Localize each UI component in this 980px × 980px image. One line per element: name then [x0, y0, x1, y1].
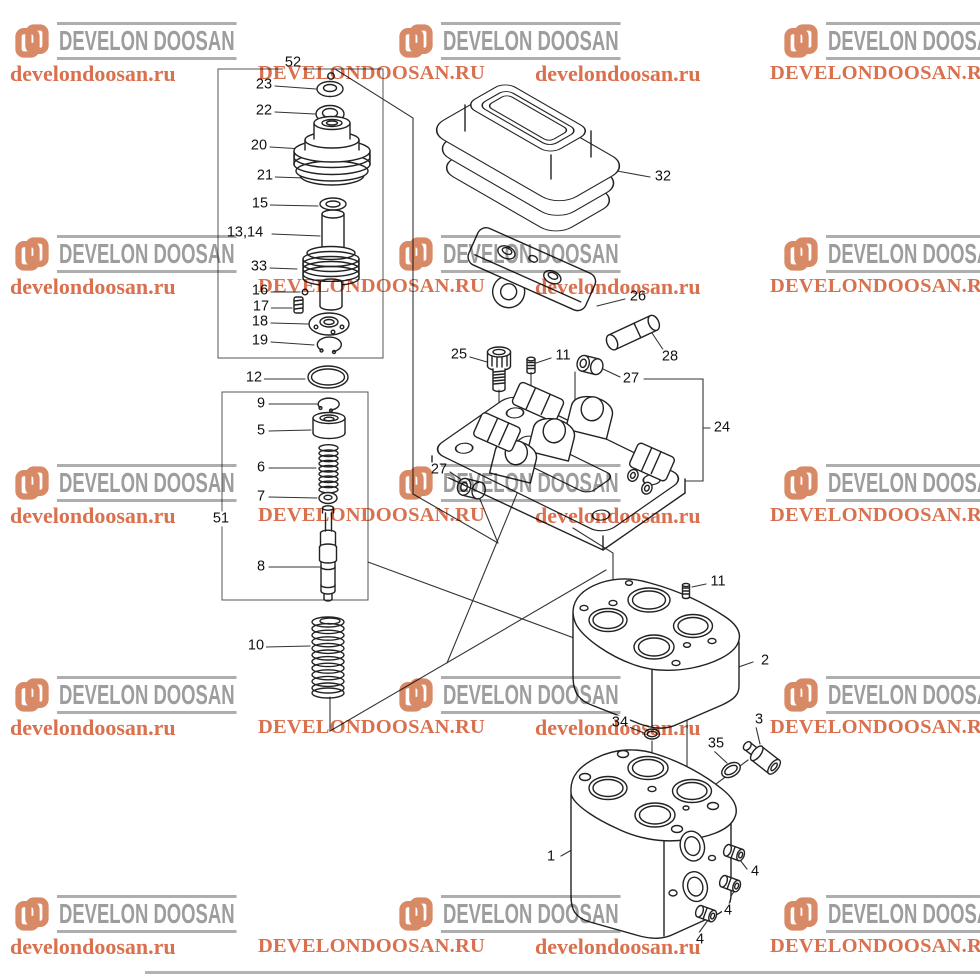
- part-23-ring: [316, 80, 344, 98]
- part-label-21: 21: [254, 167, 276, 184]
- part-label-27: 27: [620, 370, 642, 387]
- clamp-block-rear: [511, 381, 565, 423]
- part-label-25: 25: [448, 346, 470, 363]
- part-33-spool: [302, 245, 360, 287]
- part-7-washer: [318, 491, 338, 505]
- part-32-boot: [435, 84, 621, 232]
- part-8-rod: [318, 505, 338, 602]
- part-34-oring: [643, 728, 661, 740]
- part-label-27: 27: [428, 461, 450, 478]
- part-52-plunger-assembly: [293, 72, 371, 355]
- part-13-14-rod-lower: [319, 278, 343, 311]
- group-box-51: [221, 391, 369, 601]
- part-label-16: 16: [249, 282, 271, 299]
- part-19-snap-ring: [316, 336, 343, 355]
- part-label-20: 20: [248, 137, 270, 154]
- part-4-plug-2: [718, 874, 742, 893]
- clamp-block-right: [627, 442, 675, 495]
- part-label-11: 11: [553, 347, 573, 364]
- part-label-34: 34: [609, 714, 631, 731]
- rocker-arch-2: [526, 417, 575, 462]
- part-label-7: 7: [254, 488, 268, 505]
- part-label-19: 19: [249, 332, 271, 349]
- part-label-24: 24: [711, 419, 733, 436]
- part-26-cam-plate: [467, 227, 597, 312]
- part-label-28: 28: [659, 348, 681, 365]
- part-label-26: 26: [627, 288, 649, 305]
- part-51-spool-assembly: [312, 397, 346, 602]
- part-label-33: 33: [248, 258, 270, 275]
- part-35-oring: [721, 761, 741, 779]
- part-label-6: 6: [254, 459, 268, 476]
- part-label-15: 15: [249, 195, 271, 212]
- part-label-8: 8: [254, 558, 268, 575]
- part-label-4: 4: [748, 863, 762, 880]
- part-11-set-screw-body: [681, 582, 691, 600]
- part-label-22: 22: [253, 102, 275, 119]
- part-label-23: 23: [253, 76, 275, 93]
- part-18-disc: [308, 312, 350, 336]
- part-3-plug: [742, 739, 782, 775]
- part-label-3: 3: [752, 711, 766, 728]
- part-label-4: 4: [693, 931, 707, 948]
- part-2-upper-body: [572, 578, 741, 729]
- pin-top: [327, 72, 335, 80]
- part-label-13-14: 13,14: [224, 224, 266, 241]
- part-25-bolt: [486, 346, 512, 393]
- part-label-52: 52: [282, 54, 304, 71]
- part-16-pin: [301, 288, 309, 296]
- rocker-arch-3: [564, 395, 613, 440]
- part-label-51: 51: [210, 510, 232, 527]
- part-label-12: 12: [243, 369, 265, 386]
- part-label-1: 1: [544, 848, 558, 865]
- part-label-9: 9: [254, 395, 268, 412]
- part-6-spring: [318, 444, 339, 494]
- part-label-11: 11: [708, 573, 728, 590]
- part-label-35: 35: [705, 735, 727, 752]
- part-20-21-cap: [293, 115, 371, 186]
- part-4-plug-3: [694, 904, 718, 923]
- part-27-bushing-right: [576, 354, 604, 376]
- part-label-17: 17: [250, 298, 272, 315]
- part-label-5: 5: [254, 422, 268, 439]
- part-12-oring: [307, 365, 349, 389]
- part-17-spring-pin: [293, 296, 304, 314]
- part-label-32: 32: [652, 168, 674, 185]
- part-label-10: 10: [245, 637, 267, 654]
- part-4-plug-1: [722, 843, 746, 862]
- part-label-4: 4: [721, 902, 735, 919]
- part-28-roller: [605, 314, 661, 351]
- part-5-seat: [312, 411, 346, 440]
- clamp-block-left: [473, 412, 521, 452]
- part-24-plate-assembly: [431, 381, 686, 551]
- part-label-2: 2: [758, 652, 772, 669]
- part-1-lower-body: [570, 749, 737, 939]
- part-label-18: 18: [249, 313, 271, 330]
- part-10-spring: [311, 616, 345, 699]
- part-11-set-screw-top: [526, 356, 536, 375]
